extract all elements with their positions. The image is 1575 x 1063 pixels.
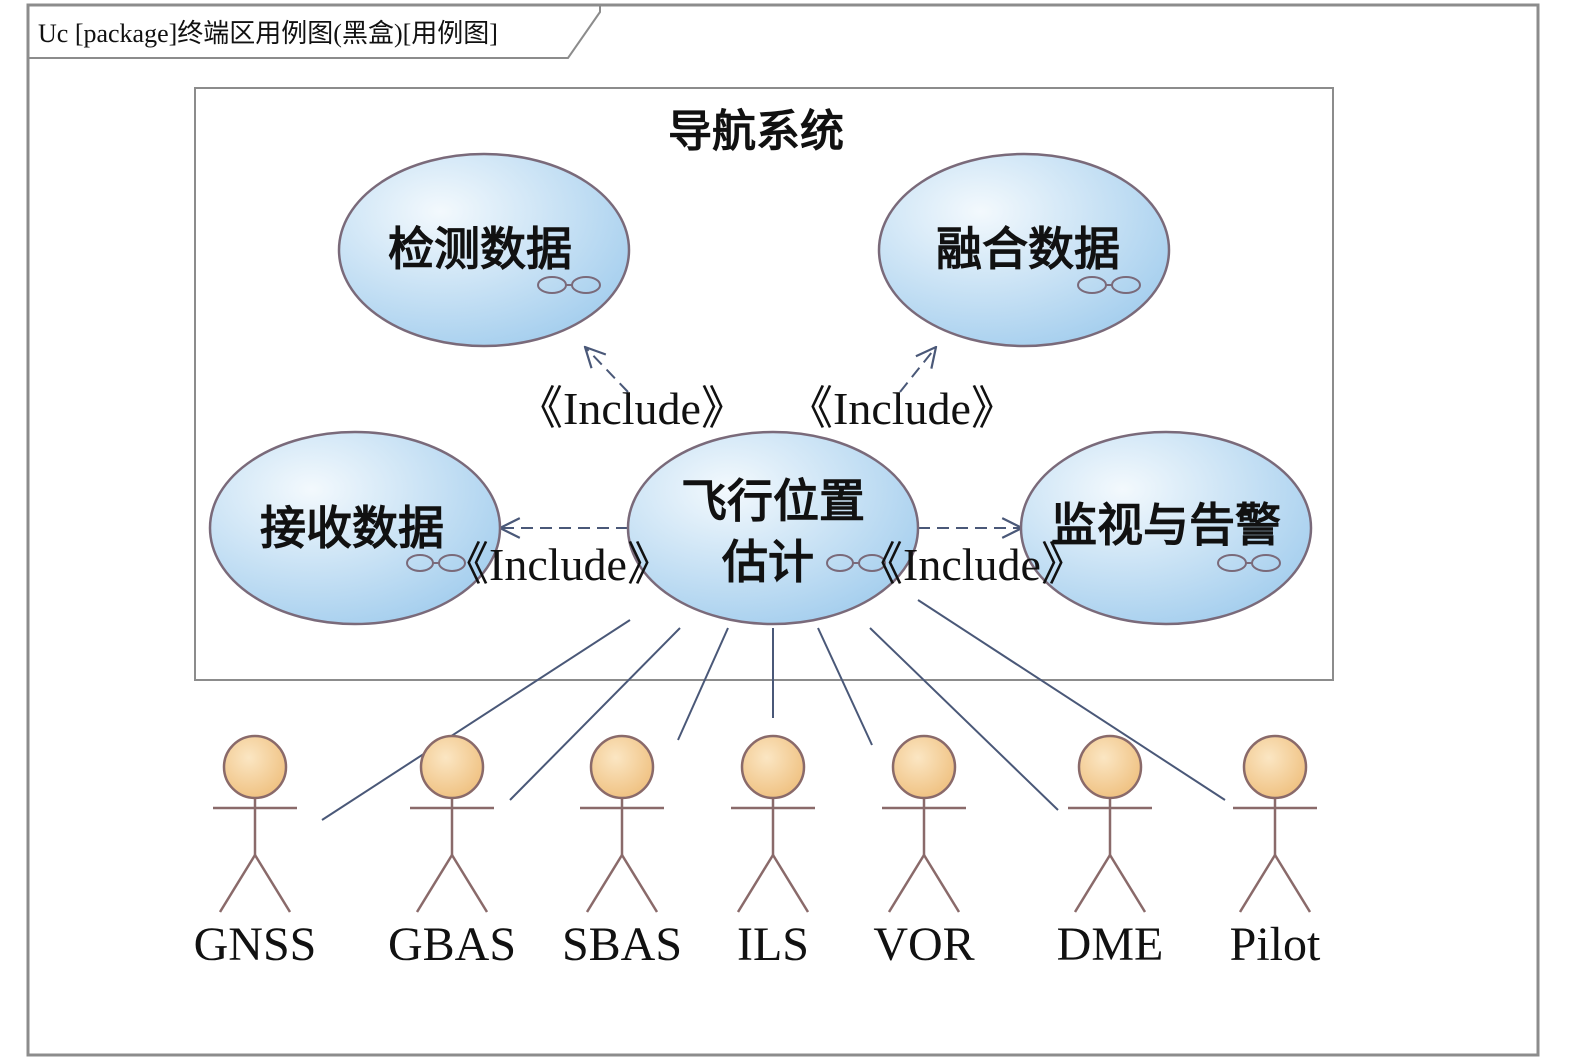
subdiagram-icon (826, 554, 886, 572)
association-pilot (917, 599, 1226, 801)
include-arrow-detect (585, 347, 629, 393)
include-label-fuse: 《Include》 (787, 383, 1017, 434)
include-label-monitor: 《Include》 (857, 539, 1087, 590)
subdiagram-icon (537, 276, 601, 294)
actor-head (589, 734, 655, 800)
subdiagram-icon (406, 554, 466, 572)
use-case-label: 监视与告警 (1051, 498, 1281, 552)
actor-body (1233, 798, 1317, 913)
include-label-detect: 《Include》 (517, 383, 747, 434)
use-case-label-line2: 估计 (721, 535, 814, 589)
use-case-label: 融合数据 (936, 222, 1120, 276)
actor-head (222, 734, 288, 800)
actor-associations (321, 599, 1226, 821)
actor-gbas[interactable]: GBAS (388, 734, 516, 971)
actor-head (891, 734, 957, 800)
actor-label: GNSS (194, 918, 317, 971)
include-relationships (500, 347, 1022, 528)
actor-head (1077, 734, 1143, 800)
actor-body (882, 798, 966, 913)
association-gbas (509, 627, 681, 801)
association-gnss (321, 619, 631, 821)
actor-label: DME (1057, 918, 1164, 971)
association-dme (869, 627, 1059, 811)
actor-vor[interactable]: VOR (873, 734, 975, 971)
system-boundary: 导航系统 (194, 87, 1334, 681)
use-case-monitor-and-alert[interactable]: 监视与告警 (1019, 430, 1313, 626)
include-labels: 《Include》 《Include》 《Include》 《Include》 (443, 383, 1087, 590)
actor-ils[interactable]: ILS (731, 734, 815, 971)
use-case-label: 检测数据 (388, 222, 572, 276)
actor-label: SBAS (562, 918, 682, 971)
subdiagram-icon (1077, 276, 1141, 294)
actor-label: Pilot (1230, 918, 1321, 971)
association-sbas (677, 627, 729, 741)
actor-pilot[interactable]: Pilot (1230, 734, 1321, 971)
frame-label: Uc [package]终端区用例图(黑盒)[用例图] (38, 19, 498, 48)
use-case-label-line1: 飞行位置 (681, 474, 865, 528)
actor-gnss[interactable]: GNSS (194, 734, 317, 971)
actor-head (419, 734, 485, 800)
use-case-fuse-data[interactable]: 融合数据 (877, 152, 1171, 348)
use-case-detect-data[interactable]: 检测数据 (337, 152, 631, 348)
use-case-flight-position-estimation[interactable]: 飞行位置 估计 (626, 430, 920, 626)
actor-label: ILS (737, 918, 809, 971)
system-title: 导航系统 (668, 106, 844, 157)
actor-dme[interactable]: DME (1057, 734, 1164, 971)
include-arrow-fuse (899, 347, 936, 393)
actor-body (731, 798, 815, 913)
include-label-receive: 《Include》 (443, 539, 673, 590)
actor-body (1068, 798, 1152, 913)
actor-body (213, 798, 297, 913)
association-vor (817, 627, 873, 746)
actor-label: VOR (873, 918, 974, 971)
actor-head (1242, 734, 1308, 800)
actor-body (580, 798, 664, 913)
package-frame: Uc [package]终端区用例图(黑盒)[用例图] (26, 3, 1540, 1057)
actors: GNSS GBAS SBAS ILS VOR DME Pilot (194, 734, 1321, 971)
subdiagram-icon (1217, 554, 1281, 572)
actor-sbas[interactable]: SBAS (562, 734, 682, 971)
actor-head (740, 734, 806, 800)
use-case-label: 接收数据 (260, 501, 444, 555)
actor-body (410, 798, 494, 913)
use-case-receive-data[interactable]: 接收数据 (208, 430, 502, 626)
actor-label: GBAS (388, 918, 516, 971)
